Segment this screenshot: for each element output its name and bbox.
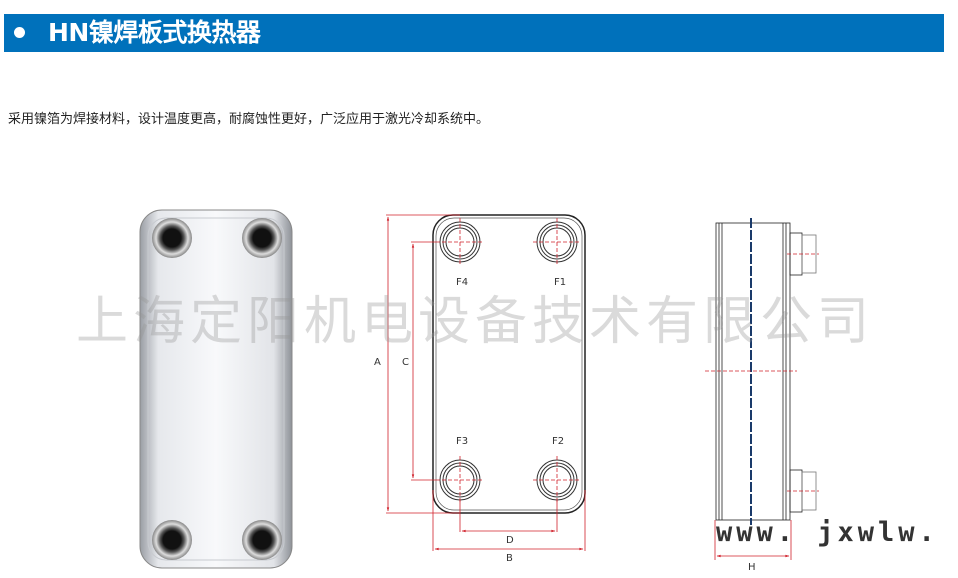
section-title: HN镍焊板式换热器 xyxy=(48,18,261,47)
dimension-h-label: H xyxy=(748,562,756,573)
front-view-drawing xyxy=(386,214,586,551)
side-view-drawing xyxy=(705,218,819,560)
dimension-b-label: B xyxy=(506,553,513,564)
dimension-d-label: D xyxy=(506,535,514,546)
dimension-c-label: C xyxy=(402,357,409,368)
product-description: 采用镍箔为焊接材料，设计温度更高，耐腐蚀性更好，广泛应用于激光冷却系统中。 xyxy=(8,112,490,127)
site-watermark: www. jxwlw. cn xyxy=(716,517,958,548)
product-photo xyxy=(139,209,293,569)
port-label-f2: F2 xyxy=(552,436,565,447)
port-label-f1: F1 xyxy=(554,277,567,288)
section-header: HN镍焊板式换热器 xyxy=(4,14,944,52)
port-label-f4: F4 xyxy=(456,277,469,288)
port-label-f3: F3 xyxy=(456,436,469,447)
dimension-a-label: A xyxy=(374,357,381,368)
bullet-icon xyxy=(14,27,25,38)
